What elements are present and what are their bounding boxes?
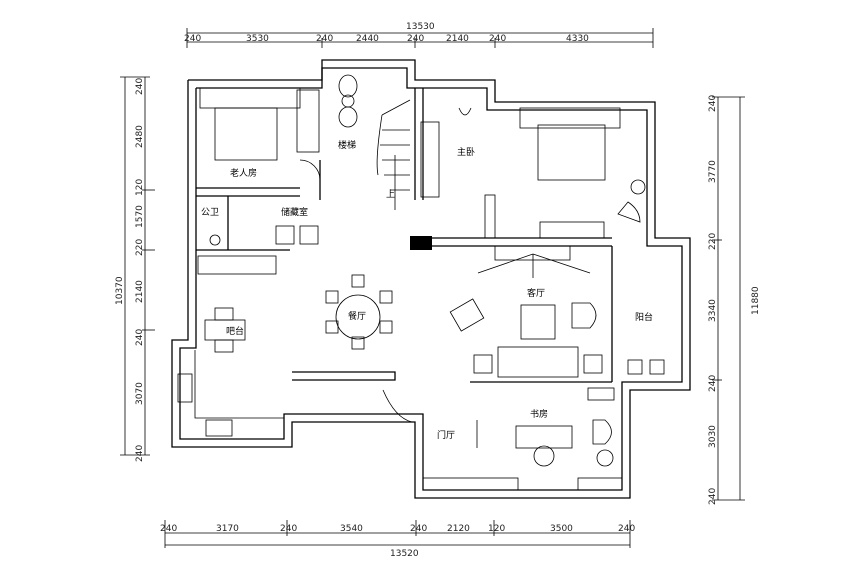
armchair xyxy=(617,201,641,223)
dimension-label: 3340 xyxy=(708,299,718,322)
toilet xyxy=(458,107,472,116)
dimension-label: 240 xyxy=(407,34,424,44)
dining-table xyxy=(335,294,381,340)
cabinet xyxy=(197,255,277,275)
dimension-label: 3540 xyxy=(340,524,363,534)
left-dimension-chain: 240 2480 120 1570 220 2140 240 3070 240 … xyxy=(115,76,155,462)
room-label-foyer: 门厅 xyxy=(437,429,455,441)
armchair xyxy=(571,302,597,329)
dining-furniture xyxy=(325,274,393,350)
dimension-label: 2140 xyxy=(135,280,145,303)
dimension-label: 2440 xyxy=(356,34,379,44)
room-label-bar: 吧台 xyxy=(226,325,244,337)
dimension-label: 240 xyxy=(410,524,427,534)
stairs-up-label: 上 xyxy=(386,189,395,200)
sofa xyxy=(497,346,579,378)
dimension-label: 2480 xyxy=(135,125,145,148)
dimension-label: 3030 xyxy=(708,425,718,448)
dimension-label: 3530 xyxy=(246,34,269,44)
coffee-table xyxy=(520,304,556,340)
balcony-fixtures xyxy=(627,359,665,375)
dimension-label: 240 xyxy=(135,329,145,346)
entry-door-swing xyxy=(382,389,413,423)
dimension-label: 220 xyxy=(135,239,145,256)
sink xyxy=(177,373,193,403)
room-labels: 老人房 楼梯 上 主卧 公卫 储藏室 吧台 餐厅 客厅 阳台 书房 门厅 xyxy=(201,139,653,441)
wardrobe xyxy=(296,89,320,153)
bed xyxy=(214,107,278,161)
room-label-elder-bedroom: 老人房 xyxy=(230,167,257,179)
dimension-label: 4330 xyxy=(566,34,589,44)
top-dimension-chain: 13530 240 3530 240 2440 240 2140 240 433… xyxy=(184,22,654,48)
bottom-total-dimension: 13520 xyxy=(390,549,419,559)
dimension-label: 240 xyxy=(489,34,506,44)
room-label-stairs: 楼梯 xyxy=(338,139,356,151)
dimension-label: 240 xyxy=(280,524,297,534)
room-label-master-bedroom: 主卧 xyxy=(457,146,475,158)
right-dimension-chain: 240 3770 220 3340 240 3030 240 11880 xyxy=(708,95,761,505)
dimension-label: 240 xyxy=(708,375,718,392)
room-label-balcony: 阳台 xyxy=(635,311,653,323)
dimension-label: 220 xyxy=(708,233,718,250)
dimension-label: 240 xyxy=(160,524,177,534)
study-furniture xyxy=(382,387,623,491)
exterior-walls xyxy=(171,59,691,499)
dimension-label: 3070 xyxy=(135,382,145,405)
bottom-dimension-chain: 240 3170 240 3540 240 2120 120 3500 240 … xyxy=(160,520,635,559)
stove xyxy=(205,419,233,437)
dimension-label: 120 xyxy=(488,524,505,534)
column xyxy=(410,236,432,250)
room-label-living: 客厅 xyxy=(527,287,545,299)
door-swing xyxy=(299,159,321,181)
room-label-storage: 储藏室 xyxy=(281,206,308,218)
dimension-label: 240 xyxy=(135,78,145,95)
staircase xyxy=(376,99,411,210)
dimension-label: 2120 xyxy=(447,524,470,534)
wardrobe xyxy=(420,121,440,198)
room-label-bathroom: 公卫 xyxy=(201,207,219,218)
bathroom-storage-fixtures xyxy=(209,225,319,246)
living-furniture xyxy=(449,245,603,378)
bed xyxy=(537,124,606,181)
tv-cabinet xyxy=(494,245,571,261)
dimension-label: 240 xyxy=(618,524,635,534)
dimension-label: 3500 xyxy=(550,524,573,534)
dimension-label: 240 xyxy=(184,34,201,44)
armchair xyxy=(449,298,485,332)
elder-bedroom-furniture xyxy=(199,87,321,181)
dimension-label: 3170 xyxy=(216,524,239,534)
dimension-label: 3770 xyxy=(708,160,718,183)
dimension-label: 120 xyxy=(135,179,145,196)
room-label-study: 书房 xyxy=(530,408,548,420)
right-total-dimension: 11880 xyxy=(751,286,761,315)
interior-walls xyxy=(196,88,613,383)
top-total-dimension: 13530 xyxy=(406,22,435,32)
dimension-label: 1570 xyxy=(135,205,145,228)
master-bedroom-furniture xyxy=(420,107,646,239)
stair-furniture xyxy=(338,74,411,210)
dimension-label: 240 xyxy=(316,34,333,44)
kitchen-furniture xyxy=(177,255,284,437)
dimension-label: 240 xyxy=(708,95,718,112)
dimension-label: 2140 xyxy=(446,34,469,44)
dimension-label: 240 xyxy=(708,488,718,505)
left-total-dimension: 10370 xyxy=(115,276,125,305)
room-label-dining: 餐厅 xyxy=(348,310,366,322)
desk xyxy=(515,425,573,449)
dimension-label: 240 xyxy=(135,445,145,462)
